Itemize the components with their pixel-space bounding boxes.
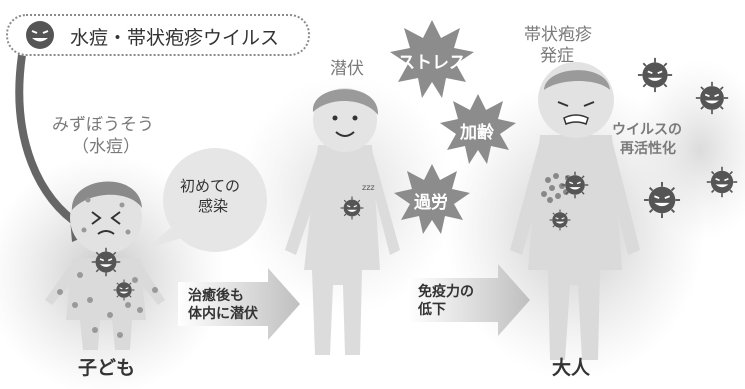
immune-arrow-text: 免疫力の <box>418 284 474 300</box>
latent-figure: zzz <box>285 88 400 355</box>
svg-text:zzz: zzz <box>362 183 375 192</box>
trigger-stress: ストレス <box>398 53 466 73</box>
heal-arrow-text-sub: 体内に潜伏 <box>188 306 258 322</box>
immune-arrow-text-sub: 低下 <box>418 302 446 318</box>
bubble-text: 初めての <box>180 177 241 195</box>
trigger-fatigue: 過労 <box>414 193 448 213</box>
reactivation-label: ウイルスの <box>612 122 682 138</box>
adult-figure <box>510 62 640 360</box>
child-caption: 子ども <box>78 357 136 379</box>
child-figure <box>45 181 165 350</box>
heal-arrow <box>178 268 300 340</box>
infection-arrow <box>15 54 83 229</box>
heal-arrow-text: 治癒後も <box>188 288 244 304</box>
chickenpox-label: みずぼうそう <box>52 115 154 135</box>
adult-caption: 大人 <box>552 357 591 379</box>
onset-label-sub: 発症 <box>540 46 574 66</box>
virus-icon <box>26 21 54 49</box>
first-infection-bubble <box>148 148 267 252</box>
trigger-aging: 加齢 <box>460 123 494 143</box>
virus-title: 水痘・帯状疱疹ウイルス <box>70 27 280 49</box>
burst-fatigue <box>394 164 470 234</box>
immune-arrow <box>408 264 530 336</box>
chickenpox-label-sub: （水痘） <box>72 137 140 157</box>
burst-aging <box>440 94 516 164</box>
bubble-text-sub: 感染 <box>198 197 229 215</box>
virus-title-box <box>6 14 310 56</box>
onset-label: 帯状疱疹 <box>524 25 592 45</box>
reactivation-label-sub: 再活性化 <box>620 141 676 157</box>
latent-label: 潜伏 <box>330 59 364 79</box>
burst-stress <box>390 20 474 98</box>
